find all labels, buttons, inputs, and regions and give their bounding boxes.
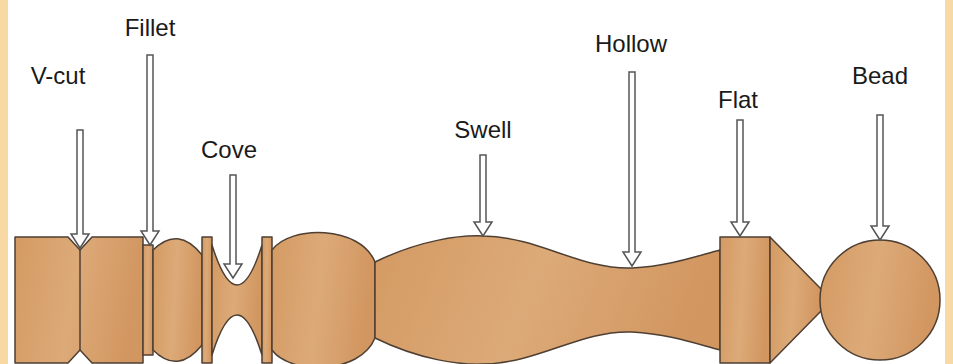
side-strip xyxy=(945,0,953,364)
part-label: Hollow xyxy=(595,30,667,58)
part-label: V-cut xyxy=(31,62,86,90)
ring xyxy=(262,237,272,363)
part-label: Fillet xyxy=(125,14,176,42)
ball xyxy=(272,233,375,364)
swell-hollow xyxy=(375,236,720,364)
fillet xyxy=(143,245,153,355)
side-strip xyxy=(0,0,8,364)
cove xyxy=(212,245,262,355)
cone xyxy=(770,237,822,363)
leader-arrow xyxy=(141,55,159,245)
small-swell xyxy=(153,239,202,362)
leader-arrow xyxy=(474,155,492,236)
leader-arrow xyxy=(224,175,242,278)
part-label: Bead xyxy=(852,62,908,90)
flat xyxy=(720,237,770,363)
part-label: Swell xyxy=(454,116,511,144)
v-cut-line xyxy=(79,250,81,350)
leader-arrow xyxy=(623,72,641,266)
part-label: Flat xyxy=(718,86,758,114)
leader-arrow xyxy=(731,120,749,236)
bead xyxy=(820,240,940,360)
ring xyxy=(202,237,212,363)
v-cut-block xyxy=(15,237,143,363)
part-label: Cove xyxy=(201,136,257,164)
leader-arrow xyxy=(71,130,89,248)
leader-arrow xyxy=(871,115,889,240)
